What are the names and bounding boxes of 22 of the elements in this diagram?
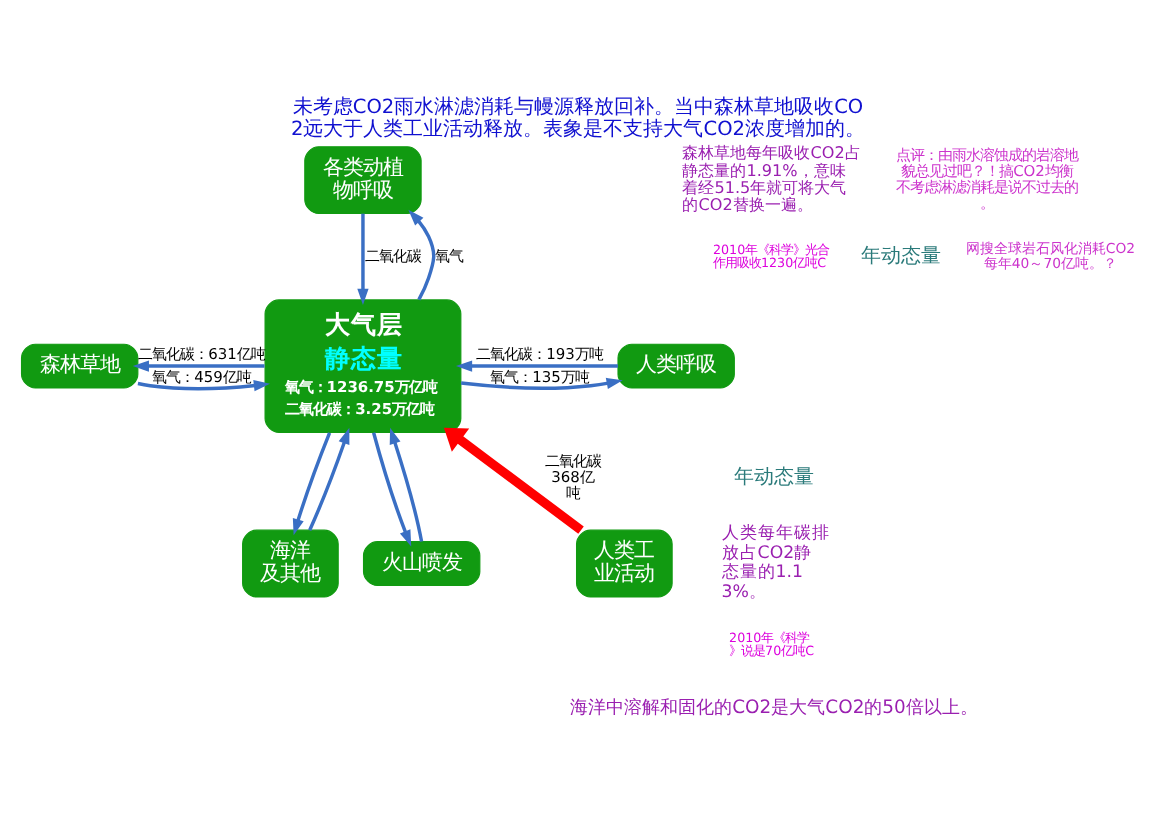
arrow <box>408 209 436 301</box>
arrow <box>443 427 584 534</box>
arrow <box>292 432 332 536</box>
caption: 海洋中溶解和固化的CO2是大气CO2的50倍以上。 <box>570 697 978 720</box>
node-box: 森林草地 <box>20 343 139 389</box>
node-box: 火山喷发 <box>362 541 481 587</box>
label: 年动态量 <box>860 245 941 268</box>
arrow <box>357 213 369 305</box>
arrow <box>308 427 350 531</box>
node-box: 人类工业活动 <box>576 529 673 598</box>
node-box: 人类呼吸 <box>617 343 735 389</box>
arrow <box>456 360 618 372</box>
label: 年动态量 <box>734 467 815 490</box>
label: 人类每年碳排放占CO2静态量的1.13%。 <box>721 524 830 603</box>
arrow <box>132 360 265 372</box>
arrow <box>137 380 270 392</box>
arrow <box>460 377 623 390</box>
arrow <box>371 432 412 547</box>
node-box: 海洋及其他 <box>242 529 339 598</box>
arrow <box>389 427 424 542</box>
node-box: 各类动植物呼吸 <box>304 146 422 215</box>
diagram-title: 未考虑CO2雨水淋滤消耗与幔源释放回补。当中森林草地吸收CO2远大于人类工业活动释放。表象是不支持大气CO2浓度增加的。 <box>291 96 865 141</box>
